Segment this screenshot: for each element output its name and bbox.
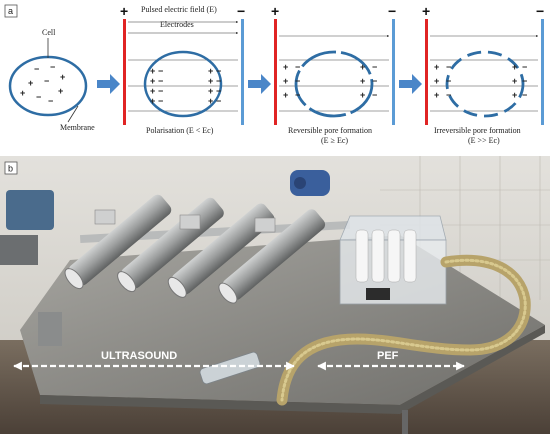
panel-b-letter: b [8, 164, 13, 174]
charge-mark: + [28, 78, 33, 88]
charge-mark: − [295, 62, 300, 72]
panel-a-letter: a [8, 6, 13, 16]
charge-mark: − [34, 64, 39, 74]
charge-mark: − [446, 90, 451, 100]
stage-polarisation: + − Pulsed electric field (E) Electrodes… [120, 3, 245, 135]
panel-b-letter-box [4, 161, 18, 175]
charge-mark: + [150, 96, 155, 106]
charge-mark: − [522, 90, 527, 100]
valve-body [38, 312, 62, 346]
negative-electrode [392, 19, 395, 125]
charge-mark: − [48, 96, 53, 106]
negative-electrode [241, 19, 244, 125]
charge-mark: + [434, 76, 439, 86]
charge-mark: + [360, 62, 365, 72]
charge-mark: − [158, 96, 163, 106]
charge-mark: − [216, 96, 221, 106]
panel-a: − − + + − + − − + Cell Membrane + − Puls… [0, 0, 550, 152]
pef-chamber [339, 215, 447, 305]
table-leg [402, 410, 408, 434]
charge-mark: − [158, 86, 163, 96]
ultrasound-label: ULTRASOUND [101, 350, 177, 362]
charge-mark: − [44, 76, 49, 86]
positive-electrode [274, 19, 277, 125]
positive-terminal-sign: + [422, 3, 430, 19]
charge-mark: − [522, 76, 527, 86]
negative-terminal-sign: − [237, 3, 245, 19]
positive-terminal-sign: + [120, 3, 128, 19]
charge-mark: − [372, 90, 377, 100]
negative-terminal-sign: − [536, 3, 544, 19]
flow-arrow-1 [97, 74, 120, 94]
charge-mark: + [283, 90, 288, 100]
charge-mark: − [158, 76, 163, 86]
charge-mark: + [512, 90, 517, 100]
charge-mark: + [58, 86, 63, 96]
stage-3-label-line2: (E >> Ec) [468, 136, 500, 145]
panel-b: b ULTRASOUND PEF [0, 156, 550, 434]
cell-label: Cell [42, 28, 56, 37]
table-edge [40, 325, 545, 414]
charge-mark: + [208, 86, 213, 96]
membrane-label: Membrane [60, 123, 95, 132]
negative-terminal-sign: − [388, 3, 396, 19]
charge-mark: + [360, 76, 365, 86]
charge-mark: + [150, 86, 155, 96]
charge-mark: − [36, 92, 41, 102]
stage-reversible: + − +− +− +− +− +− +− Reversible pore fo… [271, 3, 396, 145]
charge-mark: − [216, 76, 221, 86]
charge-mark: + [434, 90, 439, 100]
charge-mark: + [512, 62, 517, 72]
stage-irreversible: + − +− +− +− +− +− +− Irreversible pore … [422, 3, 544, 145]
positive-electrode [425, 19, 428, 125]
porated-cell [294, 50, 374, 118]
charge-mark: + [283, 76, 288, 86]
negative-electrode [541, 19, 544, 125]
polarised-cell [143, 50, 223, 118]
motor-housing [6, 190, 54, 230]
stage-2-label-line2: (E ≥ Ec) [321, 136, 348, 145]
field-label: Pulsed electric field (E) [141, 5, 217, 14]
positive-electrode [123, 19, 126, 125]
flow-arrow-3 [399, 74, 422, 94]
charge-mark: + [20, 88, 25, 98]
charge-mark: − [50, 62, 55, 72]
charge-mark: + [283, 62, 288, 72]
charge-mark: − [446, 62, 451, 72]
charge-mark: − [295, 90, 300, 100]
charge-mark: − [372, 62, 377, 72]
charge-mark: + [360, 90, 365, 100]
stage-1-label: Polarisation (E < Ec) [146, 126, 214, 135]
stage-2-label-line1: Reversible pore formation [288, 126, 372, 135]
charge-mark: + [208, 96, 213, 106]
charge-mark: + [150, 76, 155, 86]
charge-mark: − [295, 76, 300, 86]
positive-terminal-sign: + [271, 3, 279, 19]
charge-mark: + [150, 66, 155, 76]
charge-mark: + [512, 76, 517, 86]
charge-mark: + [60, 72, 65, 82]
gearbox [0, 235, 38, 265]
stage-3-label-line1: Irreversible pore formation [434, 126, 521, 135]
ultrasound-cylinders [64, 194, 326, 304]
ruptured-cell [445, 50, 525, 118]
charge-mark: − [522, 62, 527, 72]
pump-motor [290, 170, 330, 196]
charge-mark: − [372, 76, 377, 86]
charge-mark: + [208, 66, 213, 76]
electrodes-label: Electrodes [160, 20, 194, 29]
membrane-pointer [67, 105, 79, 123]
panel-a-letter-box [4, 4, 18, 18]
charge-mark: − [158, 66, 163, 76]
charge-mark: − [216, 86, 221, 96]
pef-label: PEF [377, 350, 399, 362]
flow-arrow-2 [248, 74, 271, 94]
process-pipe [79, 220, 351, 244]
charge-mark: + [434, 62, 439, 72]
charge-mark: − [446, 76, 451, 86]
charge-mark: − [216, 66, 221, 76]
charge-mark: + [208, 76, 213, 86]
